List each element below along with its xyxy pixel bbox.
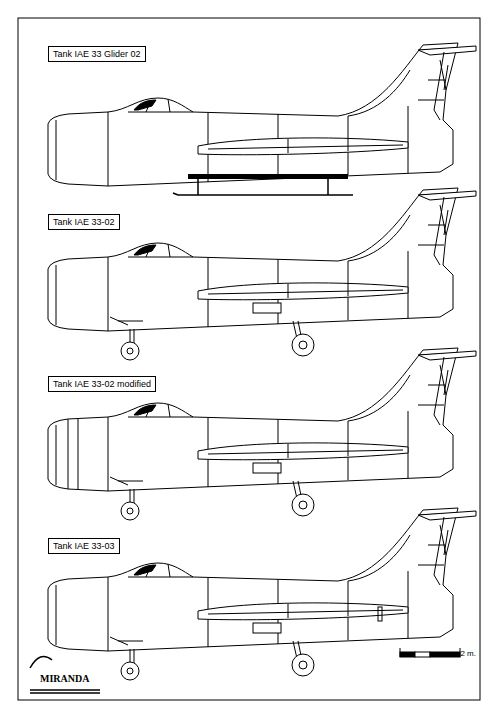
variant-name: Tank IAE 33-02 modified (53, 379, 151, 389)
variant-name: Tank IAE 33 Glider 02 (53, 49, 141, 59)
variant-name: Tank IAE 33-03 (53, 541, 115, 551)
variant-label-box: Tank IAE 33-03 (48, 538, 120, 554)
variant-label-box: Tank IAE 33-02 (48, 214, 120, 230)
variant-label-box: Tank IAE 33-02 modified (48, 376, 156, 392)
author-signature: MIRANDA (40, 673, 89, 684)
variant-label-box: Tank IAE 33 Glider 02 (48, 46, 146, 62)
variant-name: Tank IAE 33-02 (53, 217, 115, 227)
scale-label: 2 m. (460, 649, 476, 658)
